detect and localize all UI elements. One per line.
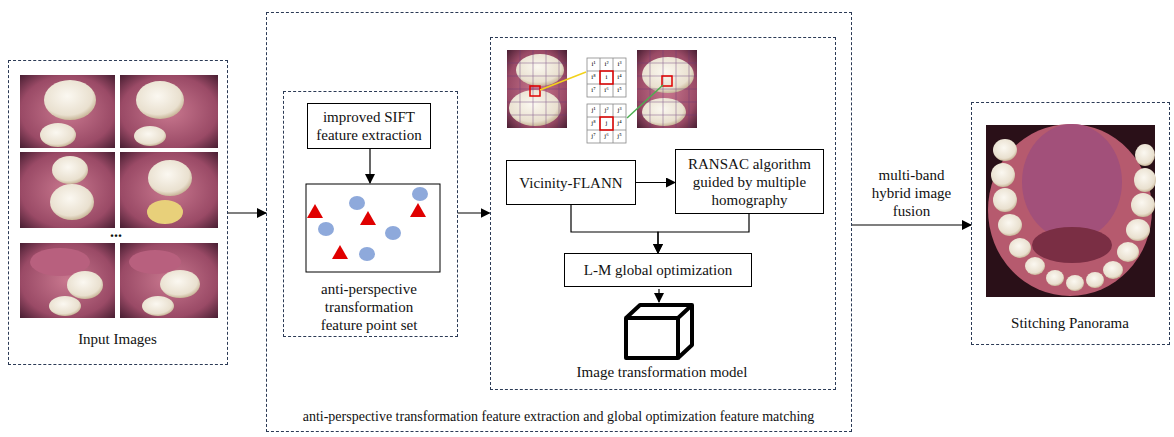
feature-point-box [306, 184, 440, 272]
grid-cell-label: i⁶ [600, 84, 613, 97]
method-group: anti-perspective transformation feature … [266, 12, 852, 432]
panorama-image [986, 124, 1156, 297]
grid-cell-label: j⁷ [587, 130, 600, 143]
flow-arrow [458, 212, 490, 213]
grid-cell-label: j² [600, 104, 613, 117]
grid-cell-label: i² [600, 58, 613, 71]
sift-arrow [369, 149, 370, 183]
grid-cell-label: i⁵ [613, 84, 626, 97]
feature-group: anti-perspective transformation feature … [283, 91, 458, 337]
input-photos [20, 75, 218, 318]
process-box: improved SIFT feature extraction [307, 103, 431, 149]
grid-cell-label: j⁴ [613, 117, 626, 130]
flow-arrow [571, 205, 658, 253]
group-label: Stitching Panorama [971, 314, 1170, 332]
flow-arrow [636, 182, 675, 183]
matching-group: Image transformation model Vicinity-FLANN… [490, 37, 836, 390]
box-label: RANSAC algorithm guided by multiple homo… [682, 155, 817, 209]
matching-illustration [507, 50, 697, 143]
cube-icon [626, 305, 692, 358]
ellipsis-mark: ... [98, 224, 134, 240]
box-label: L-M global optimization [584, 261, 732, 279]
flow-arrow [228, 212, 266, 213]
grid-cell-label: j⁶ [600, 130, 613, 143]
process-box: RANSAC algorithm guided by multiple homo… [675, 149, 824, 214]
flow-arrow [852, 224, 971, 225]
box-label: improved SIFT feature extraction [314, 108, 424, 144]
grid-cell-label: j⁸ [587, 117, 600, 130]
group-label: anti-perspective transformation feature … [276, 408, 842, 426]
process-box: Vicinity-FLANN [506, 160, 636, 205]
box-label: Vicinity-FLANN [519, 174, 622, 192]
grid-cell-label: i¹ [587, 58, 600, 71]
model-arrow [658, 289, 659, 302]
group-label: anti-perspective transformation feature … [309, 280, 429, 334]
grid-cell-label: j³ [613, 104, 626, 117]
grid-cell-label: i [600, 71, 613, 84]
group-label: Input Images [8, 330, 228, 348]
grid-cell-label: j¹ [587, 104, 600, 117]
grid-cell-label: i⁷ [587, 84, 600, 97]
grid-cell-label: j⁵ [613, 130, 626, 143]
output-group: Stitching Panorama [971, 102, 1170, 345]
grid-cell-label: i⁴ [613, 71, 626, 84]
grid-cell-label: i⁸ [587, 71, 600, 84]
edge-label: multi-band hybrid image fusion [860, 166, 964, 220]
flow-arrow [658, 214, 749, 253]
group-label: Image transformation model [489, 363, 835, 381]
grid-cell-label: j [600, 117, 613, 130]
process-box: L-M global optimization [564, 253, 752, 287]
input-group: Input Images [8, 60, 228, 365]
grid-cell-label: i³ [613, 58, 626, 71]
